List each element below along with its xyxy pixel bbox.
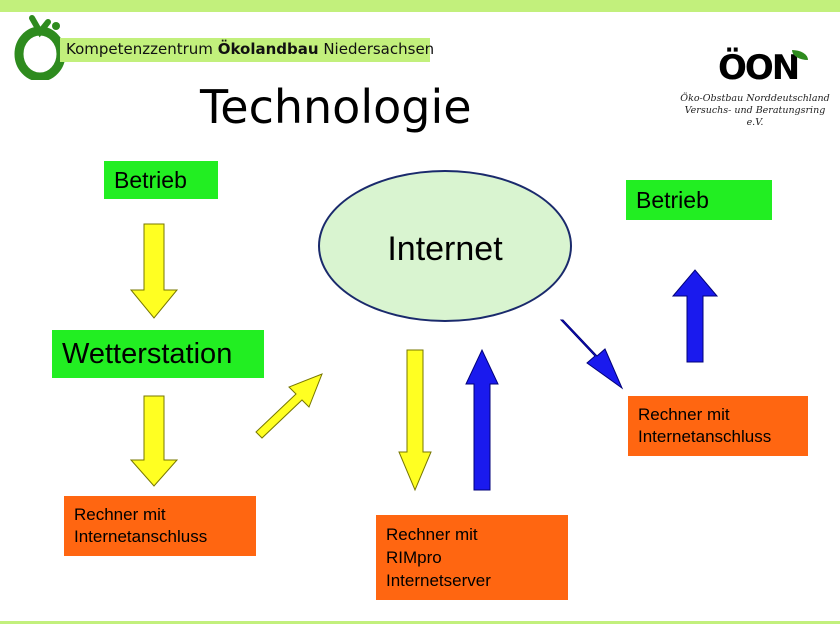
oon-logo-line2: Versuchs- und Beratungsring e.V. bbox=[684, 105, 826, 128]
rechner-right-box: Rechner mit Internetanschluss bbox=[628, 396, 808, 456]
top-accent-bar bbox=[0, 0, 840, 12]
rimpro-server-box: Rechner mit RIMpro Internetserver bbox=[376, 515, 568, 600]
oon-logo: ÖON bbox=[696, 48, 828, 128]
header-suffix: Niedersachsen bbox=[323, 40, 435, 58]
oon-logo-text: Öko-Obstbau Norddeutschland Versuchs- un… bbox=[680, 93, 830, 129]
betrieb-right-label: Betrieb bbox=[636, 186, 709, 213]
wetterstation-label: Wetterstation bbox=[62, 337, 233, 370]
arrow-server-to-internet bbox=[465, 348, 499, 491]
wetterstation-box: Wetterstation bbox=[52, 330, 264, 378]
oon-logo-mark: ÖON bbox=[718, 48, 800, 88]
arrow-internet-to-rechner-right bbox=[559, 319, 624, 390]
rechner-right-line1: Rechner mit bbox=[638, 405, 730, 424]
arrow-rechner-to-internet bbox=[255, 373, 323, 439]
betrieb-left-box: Betrieb bbox=[104, 161, 218, 199]
page-title: Technologie bbox=[200, 80, 472, 134]
rechner-left-box: Rechner mit Internetanschluss bbox=[64, 496, 256, 556]
arrow-rechner-to-betrieb-right bbox=[671, 269, 719, 363]
oon-logo-line1: Öko-Obstbau Norddeutschland bbox=[680, 93, 830, 104]
oon-logo-leaf bbox=[792, 50, 808, 60]
internet-node bbox=[318, 170, 572, 322]
server-line2: RIMpro bbox=[386, 548, 442, 567]
arrow-internet-to-server bbox=[398, 349, 432, 492]
bottom-accent-line bbox=[0, 621, 840, 624]
arrow-wetterstation-to-rechner bbox=[129, 395, 179, 487]
header-text: Kompetenzzentrum Ökolandbau Niedersachse… bbox=[66, 40, 434, 58]
rechner-left-line2: Internetanschluss bbox=[74, 527, 208, 546]
server-line1: Rechner mit bbox=[386, 525, 478, 544]
betrieb-left-label: Betrieb bbox=[114, 166, 187, 193]
server-line3: Internetserver bbox=[386, 571, 491, 590]
internet-label: Internet bbox=[387, 230, 503, 268]
header-bold: Ökolandbau bbox=[217, 40, 319, 58]
rechner-right-line2: Internetanschluss bbox=[638, 427, 772, 446]
betrieb-right-box: Betrieb bbox=[626, 180, 772, 220]
header-prefix: Kompetenzzentrum bbox=[66, 40, 213, 58]
rechner-left-line1: Rechner mit bbox=[74, 505, 166, 524]
arrow-betrieb-to-wetterstation bbox=[129, 223, 179, 319]
header-band bbox=[60, 38, 430, 62]
